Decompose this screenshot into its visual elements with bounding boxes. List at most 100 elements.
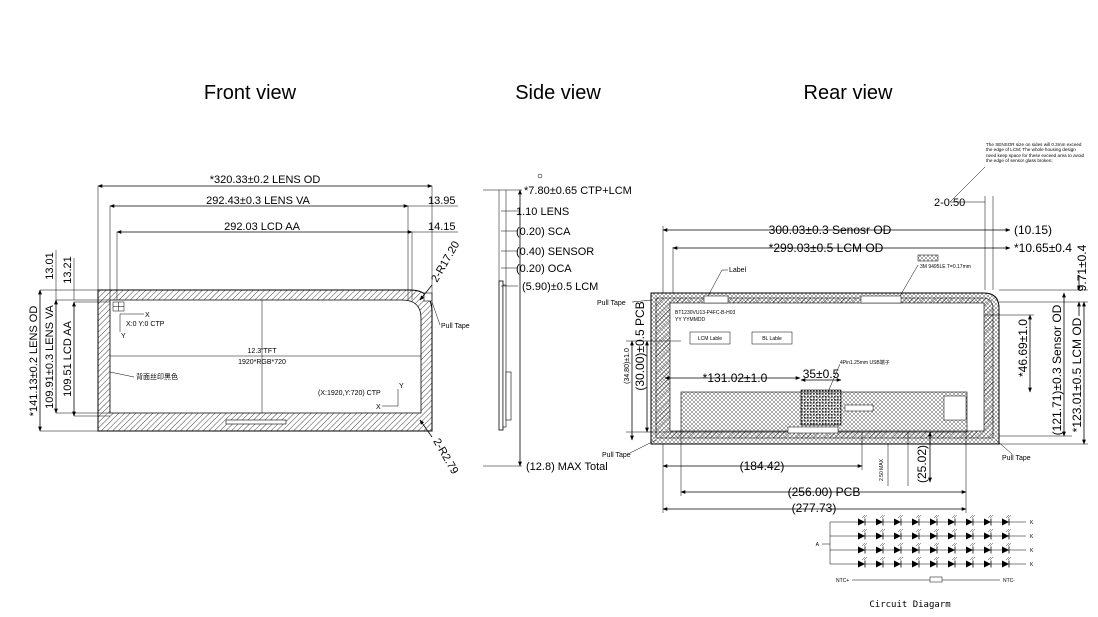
led-diode-icon <box>1002 556 1012 568</box>
dim-v-13-21: 13.21 <box>62 256 74 284</box>
led-diode-icon <box>1002 542 1012 554</box>
led-diode-icon <box>858 542 868 554</box>
led-diode-icon <box>930 528 940 540</box>
rear-view-title: Rear view <box>804 82 893 104</box>
cathode-label-2: K <box>1030 534 1034 540</box>
led-diode-icon <box>858 528 868 540</box>
sensor-note: The SENSOR size on sides will 0.3mm exce… <box>986 142 1085 164</box>
led-diode-icon <box>948 528 958 540</box>
dim-v-lens-od: *141.13±0.2 LENS OD <box>28 306 40 417</box>
part-number: BT1230VU13-P4FC-B-H03 <box>675 310 736 316</box>
side-view-title: Side view <box>515 82 601 104</box>
side-oca: (0.20) OCA <box>516 263 572 275</box>
bl-lable: BL Lable <box>762 336 782 342</box>
led-diode-icon <box>858 556 868 568</box>
dim-pcb-30: (30.00)±0.5 PCB <box>633 301 647 390</box>
led-diode-icon <box>984 556 994 568</box>
dim-lcm-od-v: *123.01±0.5 LCM OD <box>1070 317 1084 432</box>
led-diode-icon <box>894 556 904 568</box>
dim-v-13-01: 13.01 <box>44 252 56 280</box>
led-diode-icon <box>948 556 958 568</box>
end-coordinate: (X:1920,Y:720) CTP <box>318 390 381 397</box>
led-diode-icon <box>894 514 904 526</box>
circuit-title: Circuit Diagarm <box>869 600 950 610</box>
dim-r2-79: 2-R2.79 <box>430 437 460 477</box>
led-diode-icon <box>912 556 922 568</box>
tft-resolution: 1920*RGB*720 <box>238 359 286 366</box>
led-diode-icon <box>966 514 976 526</box>
cathode-label-1: K <box>1030 520 1034 526</box>
rear-view: The SENSOR size on sides will 0.3mm exce… <box>597 142 1089 515</box>
ntc-plus-label: NTC+ <box>836 578 849 584</box>
rear-pull-tape-left: Pull Tape <box>597 300 626 307</box>
rear-pull-tape-bottom-right: Pull Tape <box>1002 455 1031 462</box>
dim-14-15: 14.15 <box>428 221 456 233</box>
led-diode-icon <box>1002 514 1012 526</box>
dim-lcd-aa: 292.03 LCD AA <box>224 221 300 233</box>
lcm-lable: LCM Lable <box>698 336 722 342</box>
dim-2-50: 2.50 MAX <box>879 458 885 481</box>
cathode-label-4: K <box>1030 562 1034 568</box>
dim-v-lens-va: 109.91±0.3 LENS VA <box>44 305 56 409</box>
dim-r0-50: 2-0.50 <box>934 197 965 209</box>
dim-13-95: 13.95 <box>428 195 456 207</box>
led-diode-icon <box>984 528 994 540</box>
front-view: *320.33±0.2 LENS OD 292.43±0.3 LENS VA 2… <box>28 174 470 476</box>
led-diode-icon <box>912 542 922 554</box>
dim-184: (184.42) <box>740 459 785 473</box>
led-diode-icon <box>948 514 958 526</box>
led-diode-icon <box>1002 528 1012 540</box>
dim-lens-va: 292.43±0.3 LENS VA <box>206 195 310 207</box>
side-lcm: (5.90)±0.5 LCM <box>522 281 598 293</box>
led-diode-icon <box>912 514 922 526</box>
led-diode-icon <box>858 514 868 526</box>
dim-r17-20: 2-R17.20 <box>429 239 462 284</box>
side-sca: (0.20) SCA <box>516 226 571 238</box>
dim-10-15: (10.15) <box>1014 223 1052 237</box>
ntc-minus-label: NTC- <box>1003 578 1015 584</box>
led-diode-icon <box>966 528 976 540</box>
origin-y-axis: Y <box>121 333 126 340</box>
tft-size: 12.3"TFT <box>248 348 278 355</box>
date-code: YY YYMMDD <box>675 317 705 323</box>
front-pull-tape-label: Pull Tape <box>441 323 470 330</box>
dim-v-lcd-aa: 109.51 LCD AA <box>62 320 74 396</box>
side-ctp-lcm: *7.80±0.65 CTP+LCM <box>524 185 632 197</box>
led-diode-icon <box>876 542 886 554</box>
led-diode-icon <box>930 542 940 554</box>
side-lens: 1.10 LENS <box>516 206 569 218</box>
dim-34-80: (34.80)±1.0 <box>624 348 631 384</box>
end-x-axis: X <box>376 404 381 411</box>
led-diode-icon <box>948 542 958 554</box>
anode-label: A <box>816 542 820 548</box>
usb-note: 4Pin1.25mm USB端子 <box>840 359 890 366</box>
led-diode-icon <box>984 542 994 554</box>
end-y-axis: Y <box>399 383 404 390</box>
dim-25-02: (25.02) <box>915 445 929 483</box>
led-diode-icon <box>930 514 940 526</box>
dim-46-69: *46.69±1.0 <box>1016 319 1030 377</box>
dim-pcb-256: (256.00) PCB <box>788 485 861 499</box>
dim-35: 35±0.5 <box>803 367 840 381</box>
silkscreen-note: 背面丝印黑色 <box>136 372 178 381</box>
tape-spec: 3M 9495LE T=0.17mm <box>920 264 971 270</box>
origin-x-axis: X <box>145 312 150 319</box>
dim-sensor-od-h: 300.03±0.3 Senosr OD <box>769 223 892 237</box>
led-diode-icon <box>930 556 940 568</box>
led-diode-icon <box>966 542 976 554</box>
led-diode-icon <box>984 514 994 526</box>
dim-131: *131.02±1.0 <box>703 371 768 385</box>
label-callout: Label <box>729 267 747 274</box>
dim-277: (277.73) <box>792 501 837 515</box>
dim-lens-od: *320.33±0.2 LENS OD <box>210 174 321 186</box>
rear-pull-tape-bottom-left: Pull Tape <box>602 452 631 459</box>
led-diode-icon <box>876 514 886 526</box>
led-diode-icon <box>894 528 904 540</box>
dim-10-65: *10.65±0.4 <box>1014 241 1072 255</box>
dim-sensor-od-v: (121.71)±0.3 Sensor OD <box>1050 304 1064 435</box>
side-max-total: (12.8) MAX Total <box>526 461 608 473</box>
circuit-diagram: A K K K K NTC+ NTC- Circuit Diagarm <box>816 514 1034 610</box>
led-diode-icon <box>876 556 886 568</box>
dim-lcm-od-h: *299.03±0.5 LCM OD <box>769 241 884 255</box>
